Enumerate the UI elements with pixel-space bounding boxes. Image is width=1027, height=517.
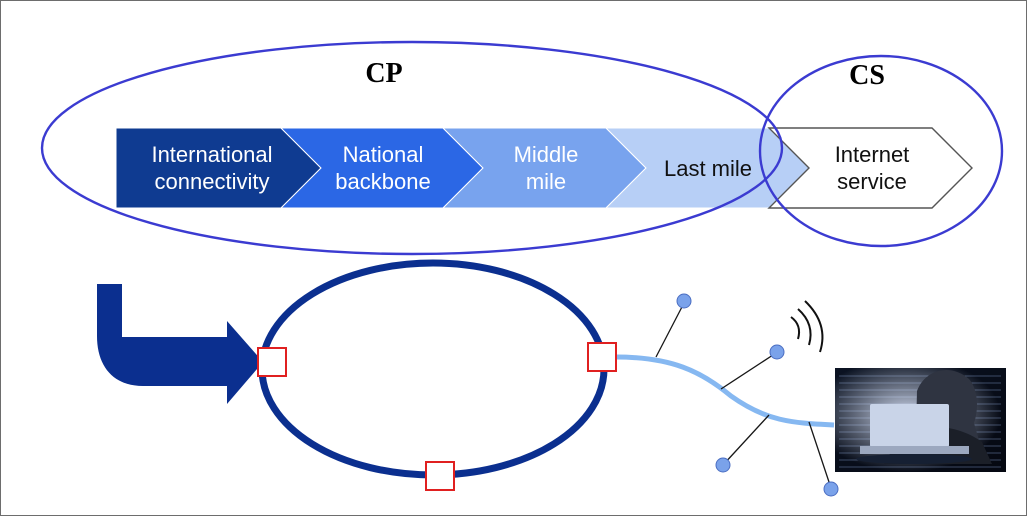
node-bottom-right bbox=[823, 481, 839, 497]
stage-national-backbone: National backbone bbox=[279, 127, 484, 209]
cp-ellipse bbox=[40, 40, 784, 256]
access-branches bbox=[655, 302, 832, 489]
branch-bottom-left bbox=[722, 414, 770, 466]
stage-middle-mile-line1: Middle bbox=[514, 142, 579, 167]
stage-internet-service-line1: Internet bbox=[835, 142, 910, 167]
laptop-shadow bbox=[856, 454, 972, 464]
junction-bottom bbox=[425, 461, 455, 491]
value-chain: International connectivity National back… bbox=[115, 127, 973, 209]
stage-national-backbone-line1: National bbox=[343, 142, 424, 167]
backbone-ring bbox=[258, 259, 608, 479]
cp-label: CP bbox=[365, 58, 402, 89]
stage-last-mile: Last mile bbox=[604, 127, 810, 209]
branch-bottom-right bbox=[808, 421, 832, 489]
node-top-left bbox=[676, 293, 692, 309]
stage-middle-mile: Middle mile bbox=[441, 127, 647, 209]
laptop-base bbox=[860, 446, 969, 454]
stage-national-backbone-line2: backbone bbox=[335, 169, 430, 194]
access-nodes bbox=[676, 293, 839, 497]
stage-international-connectivity-shape bbox=[115, 127, 322, 209]
stage-middle-mile-line2: mile bbox=[526, 169, 566, 194]
network-junctions bbox=[257, 342, 617, 491]
stage-internet-service: Internet service bbox=[767, 127, 973, 209]
node-top-right bbox=[769, 344, 785, 360]
stage-internet-service-line2: service bbox=[837, 169, 907, 194]
junction-right bbox=[587, 342, 617, 372]
access-line bbox=[615, 354, 835, 428]
stage-international-connectivity-line1: International bbox=[151, 142, 272, 167]
bent-arrow-icon bbox=[97, 284, 263, 404]
hooded-user-laptop-icon bbox=[835, 368, 1006, 472]
stage-international-connectivity-line2: connectivity bbox=[155, 169, 270, 194]
junction-left bbox=[257, 347, 287, 377]
stage-last-mile-line1: Last mile bbox=[664, 156, 752, 181]
branch-top-right bbox=[720, 352, 777, 390]
branch-top-left bbox=[655, 302, 685, 358]
node-bottom-left bbox=[715, 457, 731, 473]
wireless-signal-icon bbox=[790, 300, 824, 353]
stage-international-connectivity: International connectivity bbox=[115, 127, 322, 209]
cs-ellipse bbox=[758, 54, 1004, 248]
stage-internet-service-shape bbox=[767, 127, 973, 209]
cs-label: CS bbox=[849, 60, 885, 91]
laptop-screen bbox=[870, 404, 949, 447]
